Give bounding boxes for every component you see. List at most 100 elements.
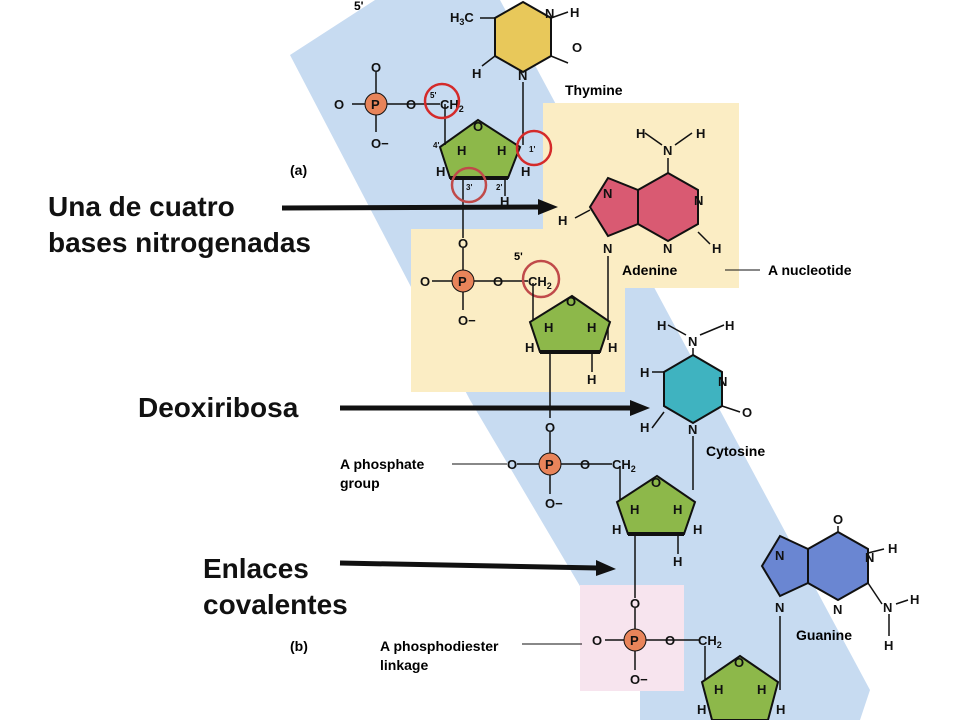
phosphate-1-o-left: O: [334, 97, 344, 112]
phosphate-2-p: P: [458, 274, 467, 289]
guanine-h-amine-b: H: [884, 638, 893, 653]
phosphate-3-o-left: O: [507, 457, 517, 472]
ch2-lower: CH2: [612, 457, 636, 474]
guanine-amine-n: N: [883, 600, 892, 615]
sugar-4-h-1: H: [776, 702, 785, 717]
thymine-o2: O: [572, 40, 582, 55]
sugar-3-h-left: H: [630, 502, 639, 517]
sugar-2-h-1: H: [608, 340, 617, 355]
cytosine-h-a: H: [657, 318, 666, 333]
adenine-n7: N: [603, 186, 612, 201]
cytosine-n3: N: [718, 374, 727, 389]
phosphate-3: [538, 452, 562, 476]
highlight-circle-3prime: [450, 166, 488, 204]
cytosine-o2: O: [742, 405, 752, 420]
sugar-label: Deoxiribosa: [138, 392, 299, 423]
thymine-h6: H: [472, 66, 481, 81]
cytosine-label: Cytosine: [706, 443, 765, 459]
part-a-label: (a): [290, 162, 307, 178]
sugar-4-o: O: [734, 655, 744, 670]
sugar-2-h-4: H: [525, 340, 534, 355]
phosphate-4-o-minus: O−: [630, 672, 648, 687]
carbon-5-top: 5': [430, 91, 436, 100]
adenine-n3: N: [663, 241, 672, 256]
sugar-2-h-left: H: [544, 320, 553, 335]
guanine-o6: O: [833, 512, 843, 527]
adenine-h-a: H: [636, 126, 645, 141]
adenine-n9: N: [603, 241, 612, 256]
phosphate-4: [623, 628, 647, 652]
adenine-amine-n: N: [663, 143, 672, 158]
phosphate-group-label-1: A phosphate: [340, 456, 424, 472]
guanine-n1: N: [865, 550, 874, 565]
sugar-1-o: O: [473, 119, 483, 134]
five-prime-mid-label: 5': [514, 251, 523, 263]
sugar-1-h-4: H: [436, 164, 445, 179]
phosphate-2-o-left: O: [420, 274, 430, 289]
guanine-five-ring: [760, 534, 809, 598]
phosphate-1-o-minus: O−: [371, 136, 389, 151]
sugar-1-h-2: H: [500, 194, 509, 209]
guanine-h-amine-a: H: [910, 592, 919, 607]
cytosine-n1: N: [688, 422, 697, 437]
phosphate-3-o-minus: O−: [545, 496, 563, 511]
bonds-arrow: [339, 560, 599, 571]
guanine-n9: N: [775, 600, 784, 615]
phosphate-3-p: P: [545, 457, 554, 472]
phosphate-4-o-right: O: [665, 633, 675, 648]
thymine-label: Thymine: [565, 82, 623, 98]
carbon-2: 2': [496, 183, 502, 192]
sugar-1-h-right: H: [497, 143, 506, 158]
sugar-1-h-left: H: [457, 143, 466, 158]
highlight-circle-5prime-mid: [521, 259, 561, 299]
sugar-3-o: O: [651, 475, 661, 490]
guanine-label: Guanine: [796, 627, 852, 643]
sugar-4-h-left: H: [714, 682, 723, 697]
sugar-3-h-1: H: [693, 522, 702, 537]
phosphate-1-o-top: O: [371, 60, 381, 75]
phosphate-3-o-right: O: [580, 457, 590, 472]
adenine-h2: H: [712, 241, 721, 256]
phosphate-4-o-top: O: [630, 596, 640, 611]
cytosine-h5: H: [640, 365, 649, 380]
sugar-3-h-right: H: [673, 502, 682, 517]
bonds-label: Enlaces covalentes: [203, 553, 348, 620]
sugar-3-h-4: H: [612, 522, 621, 537]
highlight-circle-1prime: [515, 129, 553, 167]
guanine-h1: H: [888, 541, 897, 556]
adenine-label: Adenine: [622, 262, 677, 278]
sugar-4-h-right: H: [757, 682, 766, 697]
phosphate-3-o-top: O: [545, 420, 555, 435]
guanine-n3: N: [833, 602, 842, 617]
cytosine-amine-n: N: [688, 334, 697, 349]
sugar-1-h-1: H: [521, 164, 530, 179]
phosphate-4-o-left: O: [592, 633, 602, 648]
thymine-h-n3: H: [570, 5, 579, 20]
phosphate-2-o-right: O: [493, 274, 503, 289]
adenine-h-b: H: [696, 126, 705, 141]
sugar-2-h-right: H: [587, 320, 596, 335]
thymine-n3: N: [545, 6, 554, 21]
carbon-4: 4': [433, 141, 439, 150]
phosphate-2-o-top: O: [458, 236, 468, 251]
carbon-1: 1': [529, 145, 535, 154]
phosphodiester-label-2: linkage: [380, 657, 428, 673]
sugar-2-h-2: H: [587, 372, 596, 387]
phosphate-1-p: P: [371, 97, 380, 112]
sugar-4-h-4: H: [697, 702, 706, 717]
phosphate-group-label-2: group: [340, 475, 380, 491]
guanine-six-ring: [807, 530, 869, 602]
sugar-3-h-2: H: [673, 554, 682, 569]
adenine-n1: N: [694, 193, 703, 208]
guanine-n7: N: [775, 548, 784, 563]
phosphate-2-o-minus: O−: [458, 313, 476, 328]
phosphate-2: [451, 269, 475, 293]
phosphate-1: [364, 92, 388, 116]
carbon-3: 3': [466, 183, 472, 192]
thymine-h3c: H3C: [450, 10, 474, 27]
adenine-h8: H: [558, 213, 567, 228]
cytosine-h-b: H: [725, 318, 734, 333]
sugar-2-o: O: [566, 294, 576, 309]
